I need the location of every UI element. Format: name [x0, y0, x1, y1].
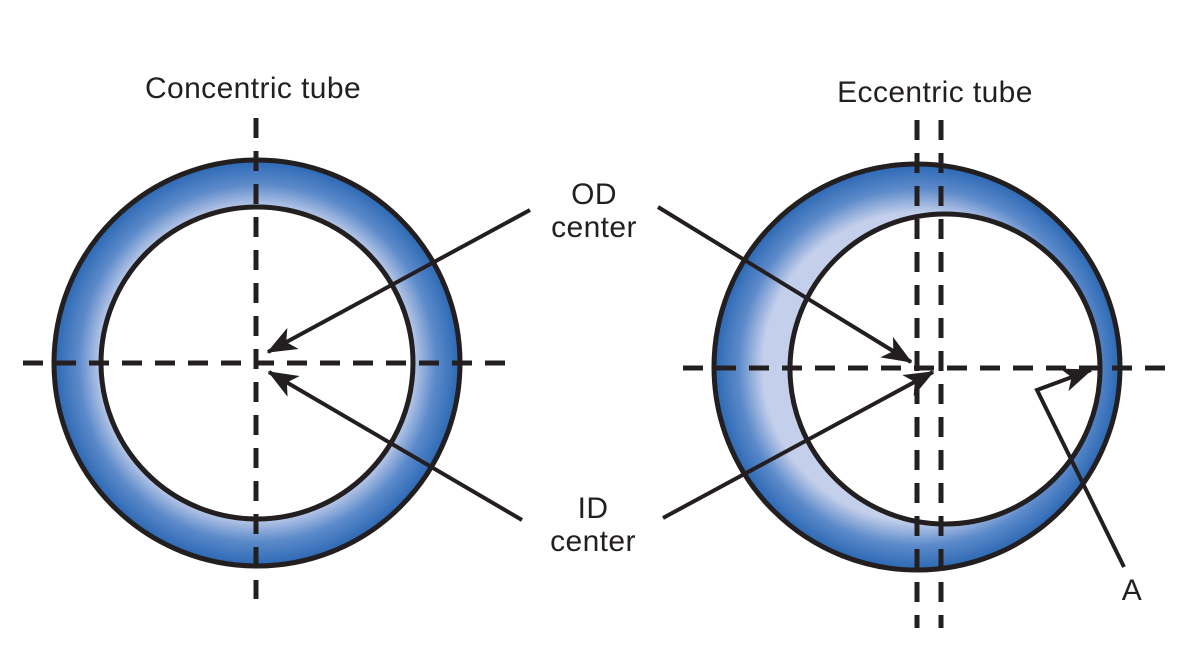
od-center-leader-right — [656, 205, 913, 364]
concentric-tube-title: Concentric tube — [145, 72, 361, 105]
leader-lines-group — [266, 205, 1126, 568]
id-center-label-line1: ID — [578, 492, 609, 525]
id-center-leader-left — [267, 370, 524, 522]
centerlines-group — [23, 118, 1177, 628]
od-center-label-line2: center — [551, 211, 637, 244]
text-group: Concentric tube Eccentric tube OD center… — [145, 72, 1142, 607]
id-center-leader-right — [662, 370, 935, 520]
od-center-leader-left — [266, 208, 531, 354]
a-leader — [1034, 368, 1126, 568]
a-label: A — [1122, 574, 1142, 607]
eccentric-tube-title: Eccentric tube — [837, 76, 1033, 109]
id-center-label-line2: center — [550, 525, 636, 558]
od-center-label-line1: OD — [571, 178, 617, 211]
